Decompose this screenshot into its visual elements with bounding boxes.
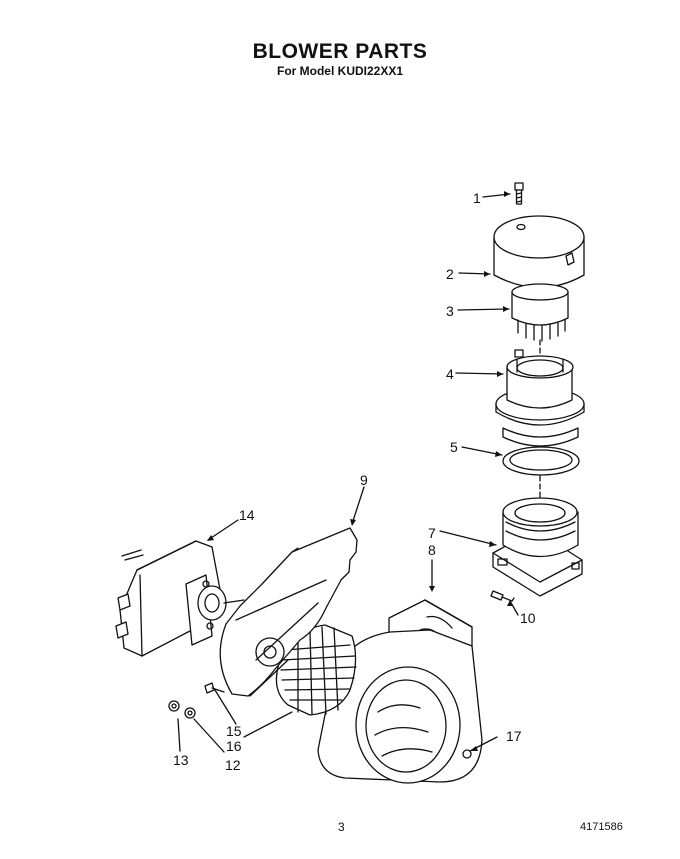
blower-scroll-housing — [317, 629, 483, 784]
part-13-nut — [168, 700, 180, 712]
callout-label-17: 17 — [506, 728, 522, 744]
callout-label-1: 1 — [473, 190, 481, 206]
callout-label-5: 5 — [450, 439, 458, 455]
callout-label-8: 8 — [428, 542, 436, 558]
part-5-gasket-ring — [502, 446, 580, 476]
part-14-motor — [115, 540, 245, 657]
callout-label-16: 16 — [226, 738, 242, 754]
callout-label-2: 2 — [446, 266, 454, 282]
callout-label-9: 9 — [360, 472, 368, 488]
part-17-nut — [462, 749, 472, 759]
part-4-flange-housing — [495, 349, 585, 447]
callout-label-10: 10 — [520, 610, 536, 626]
leader-lines — [177, 193, 519, 753]
document-number: 4171586 — [580, 821, 623, 833]
part-7-lower-housing — [492, 497, 583, 597]
part-2-cap — [493, 215, 585, 289]
part-12-washer — [184, 707, 196, 719]
page-number: 3 — [338, 820, 345, 834]
callout-label-3: 3 — [446, 303, 454, 319]
blower-wheel — [275, 624, 357, 716]
callout-label-15: 15 — [226, 723, 242, 739]
callout-label-14: 14 — [239, 507, 255, 523]
part-9-mounting-plate — [219, 527, 358, 697]
part-3-connector — [511, 283, 569, 342]
part-1-screw — [514, 182, 524, 205]
part-15-screw — [204, 682, 225, 694]
diagram-title: BLOWER PARTS — [252, 40, 428, 63]
callout-label-4: 4 — [446, 366, 454, 382]
callout-label-13: 13 — [173, 752, 189, 768]
part-10-screw — [490, 590, 515, 602]
model-subtitle: For Model KUDI22XX1 — [276, 64, 404, 78]
callout-label-12: 12 — [225, 757, 241, 773]
callout-label-7: 7 — [428, 525, 436, 541]
